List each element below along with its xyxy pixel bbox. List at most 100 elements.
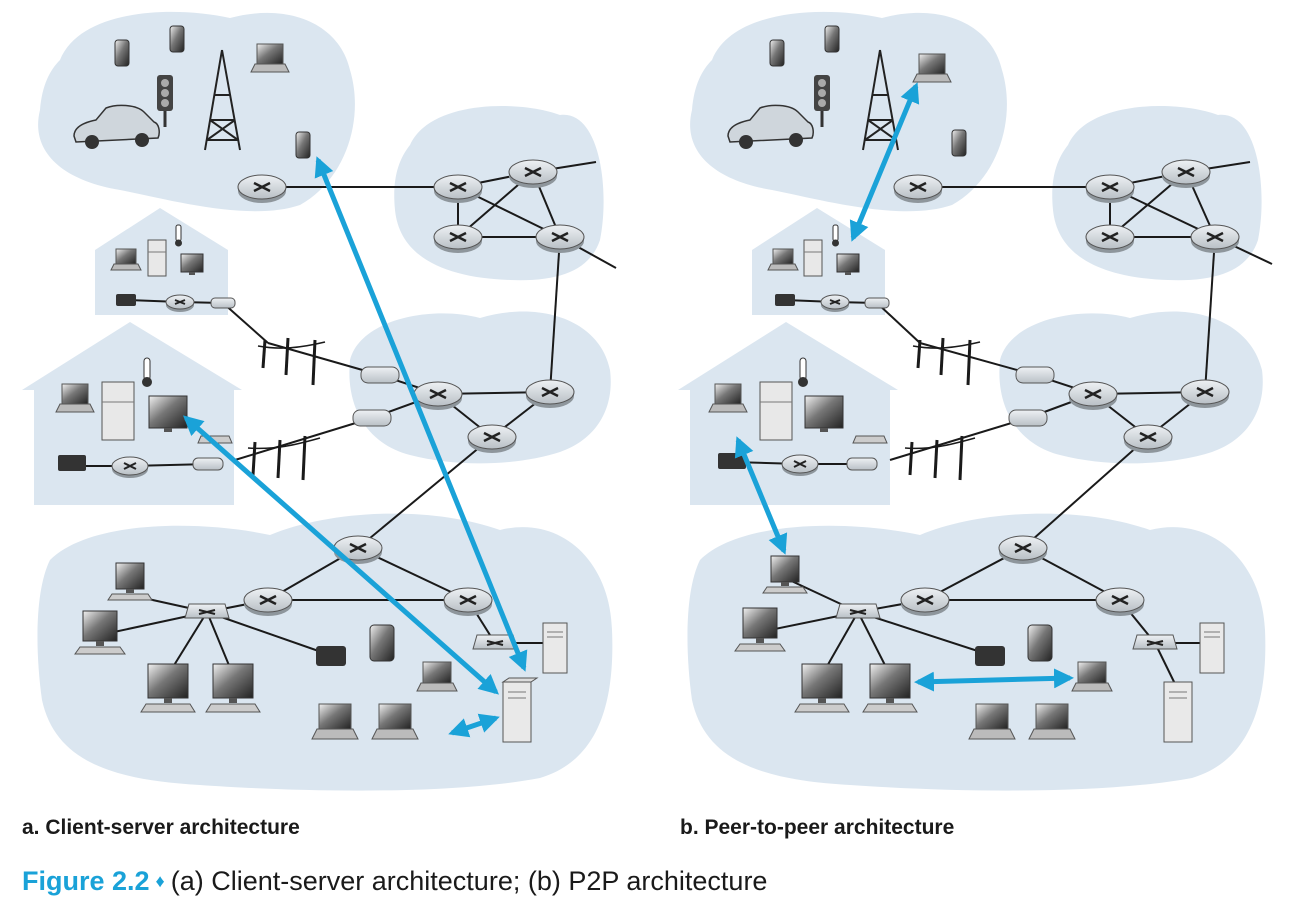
phone-icon [824, 25, 840, 53]
server-icon [542, 622, 568, 674]
servers [501, 622, 568, 743]
p2p-panel [678, 11, 1273, 791]
mobile-network-cloud [38, 11, 355, 212]
access-point-icon [210, 297, 236, 309]
tablet-icon [369, 624, 395, 662]
car-icon [727, 104, 814, 149]
router-icon [1085, 174, 1135, 203]
thermometer-icon [798, 224, 839, 387]
laptop-icon [968, 703, 1016, 740]
laptop-icon [371, 703, 419, 740]
router-icon [433, 174, 483, 203]
figure-separator: ♦ [155, 871, 165, 891]
router-icon [243, 587, 293, 616]
router-icon [508, 159, 558, 188]
laptop-icon [1071, 661, 1113, 692]
laptop-icon [416, 661, 458, 692]
router-icon [111, 456, 149, 478]
server-icon [1163, 681, 1193, 743]
laptop-icon [1028, 703, 1076, 740]
desktops [734, 253, 918, 713]
panel-b-caption: b. Peer-to-peer architecture [680, 816, 955, 839]
desktop-icon [107, 562, 153, 601]
desktop-icon [205, 663, 261, 713]
phone-icon [951, 129, 967, 157]
keyboard-icon [852, 435, 888, 444]
figure-label: Figure 2.2 [22, 866, 150, 896]
router-icon [525, 379, 575, 408]
router-icon [1095, 587, 1145, 616]
server-icon [1199, 622, 1225, 674]
desktop-icon [734, 607, 786, 652]
router-icon [333, 535, 383, 564]
traffic-light-icon [157, 75, 173, 127]
switch-icon [1132, 634, 1178, 650]
refrigerator-icon [759, 239, 823, 441]
router-icon [900, 587, 950, 616]
access-point-icon [352, 409, 392, 427]
laptop-icon [767, 248, 799, 271]
desktop-icon [180, 253, 204, 275]
laptop-icon [55, 383, 95, 413]
desktop-to-server-arrow [183, 415, 499, 695]
mobile-network-cloud [690, 11, 1007, 212]
laptops [708, 53, 1113, 740]
phone-icon [769, 39, 785, 67]
router-icon [1180, 379, 1230, 408]
access-point-icon [846, 457, 878, 471]
phone-icon [169, 25, 185, 53]
utility-wires [904, 341, 981, 450]
router-icon [467, 424, 517, 453]
utility-pole-icon [251, 337, 317, 481]
router-icon [1068, 381, 1118, 410]
thermometer-icon [142, 224, 182, 387]
access-point-icon [192, 457, 224, 471]
isp-cloud-upper [394, 106, 604, 281]
desktop-icon [74, 610, 126, 655]
router-icon [433, 224, 483, 253]
router-icon [1085, 224, 1135, 253]
desktop-icon [836, 253, 860, 275]
router-icon [535, 224, 585, 253]
phone-icon [295, 131, 311, 159]
switches [835, 297, 1178, 650]
isp-cloud-upper [1052, 106, 1262, 281]
laptop-to-server-arrow [448, 713, 500, 738]
car-icon [73, 104, 160, 149]
client-server-panel [22, 11, 617, 791]
router-icon [443, 587, 493, 616]
desktop-icon [148, 395, 188, 432]
router-icon [1161, 159, 1211, 188]
laptop-icon [110, 248, 142, 271]
cell-tower-icon [204, 49, 241, 151]
router-icon [781, 454, 819, 476]
desktop-icon [794, 663, 850, 713]
server-icon [501, 677, 539, 743]
access-point-icon [1008, 409, 1048, 427]
figure-caption: Figure 2.2♦(a) Client-server architectur… [22, 866, 767, 897]
router-icon [1123, 424, 1173, 453]
desktop-icon [140, 663, 196, 713]
client-server-arrows [183, 156, 528, 738]
router-icon [893, 174, 943, 203]
desktop-icon [862, 663, 918, 713]
router-icon [820, 294, 850, 312]
tablet-icon [1027, 624, 1053, 662]
laptop-to-desktop-arrow [849, 82, 920, 242]
architecture-diagram [22, 11, 1273, 791]
peer-to-peer-arrows [734, 82, 1074, 692]
access-point-icon [864, 297, 890, 309]
desktop-icon [804, 395, 844, 432]
desktop-to-laptop-arrow [914, 668, 1074, 692]
router-icon [1190, 224, 1240, 253]
laptop-icon [912, 53, 952, 83]
traffic-light-icon [814, 75, 830, 127]
access-point-icon [360, 366, 400, 384]
router-icon [998, 535, 1048, 564]
router-icon [165, 294, 195, 312]
desktop-icon [762, 555, 808, 594]
switch-icon [835, 603, 881, 619]
phone-icon [114, 39, 130, 67]
refrigerator-icon [101, 239, 167, 441]
switch-icon [184, 603, 230, 619]
